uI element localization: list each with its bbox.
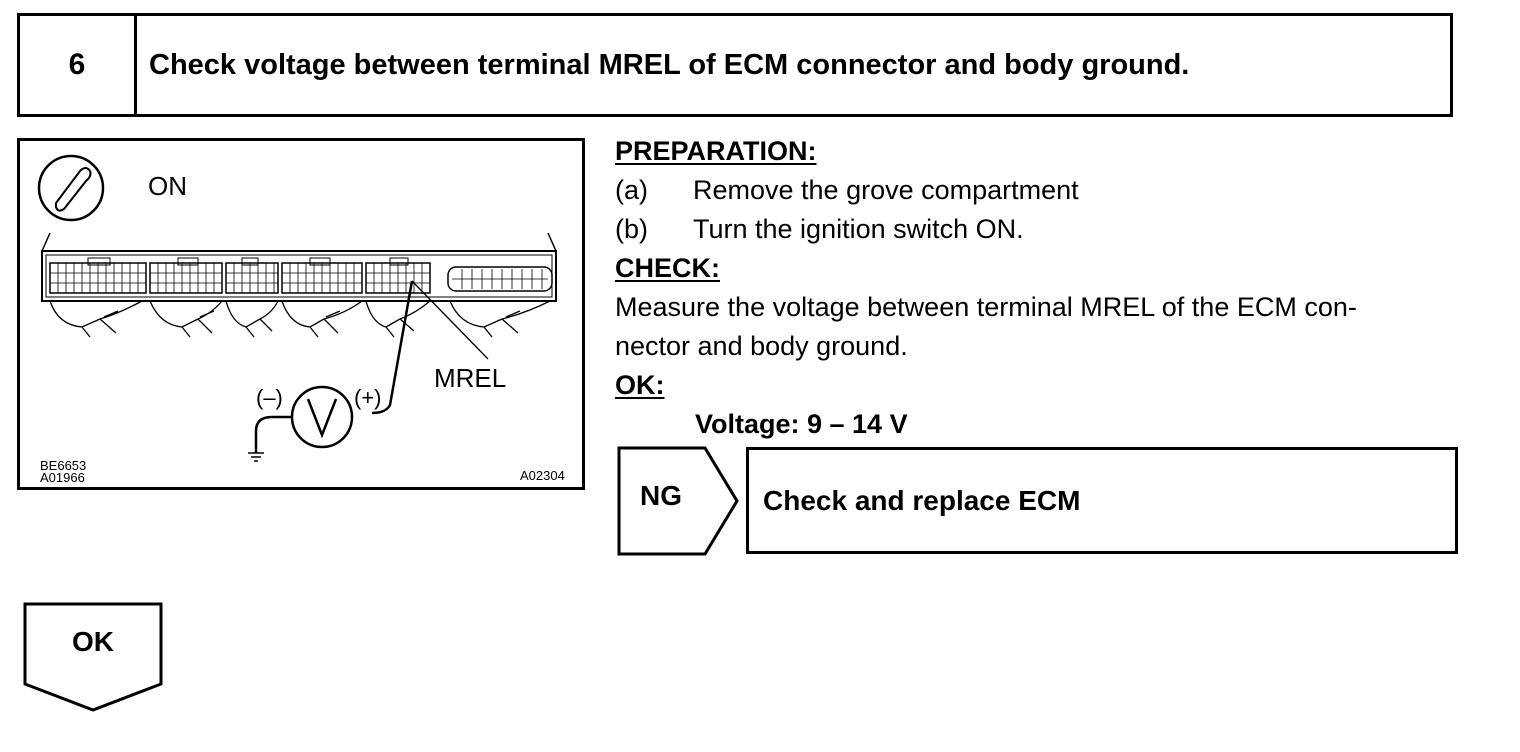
ok-spec-value: Voltage: 9 – 14 V [695,409,908,439]
ok-arrow-shape [23,602,163,712]
check-text-line1: Measure the voltage between terminal MRE… [615,292,1357,322]
preparation-item: (a) Remove the grove compartment [615,171,1475,210]
ref-code-left-2: A01966 [40,470,85,485]
ok-heading: OK: [615,370,665,400]
body-ground-icon [248,452,264,462]
preparation-item-key: (b) [615,214,648,244]
negative-probe-lead [254,415,292,453]
negative-label: (–) [256,385,283,410]
mrel-pointer-line [411,280,489,360]
positive-probe-lead [371,280,414,415]
wiring-illustration: ON MREL (–) (+) BE6653 A01966 A02304 [17,138,585,490]
ignition-on-label: ON [148,171,187,201]
ref-code-right: A02304 [520,468,565,483]
preparation-heading: PREPARATION: [615,136,817,166]
check-text-line2: nector and body ground. [615,331,908,361]
preparation-item-text: Turn the ignition switch ON. [693,214,1024,244]
connector-blocks [49,257,553,294]
ng-action-box: Check and replace ECM [746,447,1458,554]
ok-label: OK [72,626,114,657]
ignition-key-icon [37,154,105,222]
preparation-item-text: Remove the grove compartment [693,175,1079,205]
step-number: 6 [20,16,137,114]
positive-label: (+) [354,385,382,410]
ref-code-left-1: BE6653 [40,458,87,473]
wire-harness [49,300,551,338]
step-header: 6 Check voltage between terminal MREL of… [17,13,1453,117]
procedure-text: PREPARATION: (a) Remove the grove compar… [615,132,1475,444]
mrel-label: MREL [434,363,507,393]
voltmeter-icon [290,385,354,449]
preparation-item-key: (a) [615,175,648,205]
check-heading: CHECK: [615,253,720,283]
ng-arrow-shape [617,446,739,556]
preparation-item: (b) Turn the ignition switch ON. [615,210,1475,249]
ecm-connector-diagram [37,154,557,462]
ng-label: NG [640,480,682,511]
step-title: Check voltage between terminal MREL of E… [149,48,1190,81]
